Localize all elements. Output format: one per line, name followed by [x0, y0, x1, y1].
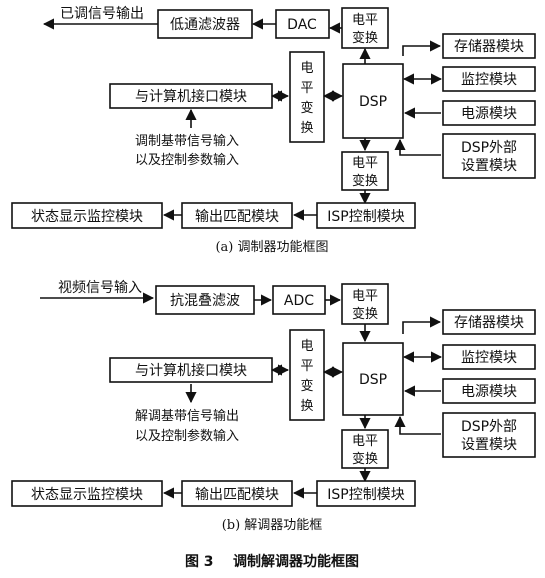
level-top-line1: 电平 [352, 13, 378, 28]
pc-interface-label: 与计算机接口模块 [135, 362, 247, 379]
power-label: 电源模块 [461, 384, 517, 400]
level-mid-char3: 变 [300, 378, 313, 394]
level-mid-char4: 换 [300, 121, 313, 136]
dsp-label: DSP [359, 372, 387, 388]
level-top-box [341, 283, 389, 325]
level-mid-char4: 换 [300, 399, 313, 414]
dsp-ext-box [442, 412, 536, 458]
output-match-label: 输出匹配模块 [195, 487, 279, 503]
status-label: 状态显示监控模块 [31, 487, 143, 503]
modulator-diagram: 已调信号输出 低通滤波器 DAC 电平 变换 与计算机接口模块 电 平 变 换 … [11, 6, 536, 255]
memory-box [442, 33, 536, 59]
status-label: 状态显示监控模块 [31, 209, 143, 225]
power-box [442, 100, 536, 126]
dsp-box [342, 63, 404, 139]
level-bottom-line1: 电平 [352, 434, 378, 449]
level-mid-char3: 变 [300, 100, 313, 116]
input-label: 视频信号输入 [58, 280, 142, 296]
ext-dsp-arrow [394, 138, 441, 156]
lowpass-filter-label: 低通滤波器 [170, 17, 240, 33]
dsp-ext-line2: 设置模块 [461, 437, 517, 453]
input-label-line2: 以及控制参数输入 [135, 152, 239, 168]
monitor-label: 监控模块 [461, 350, 517, 366]
output-label: 已调信号输出 [60, 6, 144, 22]
modulator-caption: (a) 调制器功能框图 [215, 240, 328, 255]
memory-label: 存储器模块 [454, 315, 524, 331]
dsp-ext-line1: DSP外部 [461, 419, 517, 435]
output-label-line1: 解调基带信号输出 [135, 408, 239, 424]
ext-dsp-arrow [394, 415, 441, 435]
level-bottom-box [341, 429, 389, 469]
level-top-box [341, 7, 389, 49]
status-box [11, 480, 163, 507]
memory-label: 存储器模块 [454, 39, 524, 55]
power-box [442, 378, 536, 404]
level-mid-char1: 电 [300, 61, 313, 76]
level-bottom-line2: 变换 [352, 173, 378, 189]
output-match-label: 输出匹配模块 [195, 209, 279, 225]
pc-interface-box [109, 357, 273, 383]
antialias-box [155, 285, 255, 315]
dsp-label: DSP [359, 94, 387, 110]
level-top-line2: 变换 [352, 30, 378, 46]
level-mid-char2: 平 [300, 81, 313, 96]
dsp-memory-arrow [402, 316, 442, 334]
pc-interface-box [109, 83, 273, 109]
monitor-box [442, 344, 536, 370]
level-mid-char1: 电 [300, 339, 313, 354]
isp-box [316, 202, 416, 229]
power-label: 电源模块 [461, 106, 517, 122]
level-top-line2: 变换 [352, 306, 378, 322]
isp-label: ISP控制模块 [327, 209, 404, 225]
dsp-ext-box [442, 133, 536, 179]
antialias-label: 抗混叠滤波 [170, 293, 240, 309]
adc-label: ADC [284, 293, 314, 309]
level-top-line1: 电平 [352, 289, 378, 304]
level-mid-char2: 平 [300, 359, 313, 374]
isp-label: ISP控制模块 [327, 487, 404, 503]
output-match-box [181, 202, 293, 229]
level-mid-box [289, 51, 325, 143]
monitor-label: 监控模块 [461, 72, 517, 88]
memory-box [442, 309, 536, 335]
dsp-box [342, 342, 404, 416]
dsp-memory-arrow [402, 40, 442, 56]
pc-interface-label: 与计算机接口模块 [135, 88, 247, 105]
figure-caption: 图 3 调制解调器功能框图 [185, 553, 359, 570]
level-bottom-line1: 电平 [352, 156, 378, 171]
demodulator-diagram: 视频信号输入 抗混叠滤波 ADC 电平 变换 与计算机接口模块 电 平 变 换 … [11, 280, 536, 533]
status-box [11, 202, 163, 229]
level-mid-box [289, 329, 325, 421]
dsp-ext-line2: 设置模块 [461, 158, 517, 174]
monitor-box [442, 66, 536, 92]
input-label-line1: 调制基带信号输入 [135, 133, 239, 149]
level-bottom-line2: 变换 [352, 451, 378, 467]
dsp-ext-line1: DSP外部 [461, 140, 517, 156]
isp-box [316, 480, 416, 507]
dac-label: DAC [287, 17, 317, 33]
demodulator-caption: (b) 解调器功能框 [222, 518, 323, 533]
output-label-line2: 以及控制参数输入 [135, 428, 239, 444]
output-match-box [181, 480, 293, 507]
